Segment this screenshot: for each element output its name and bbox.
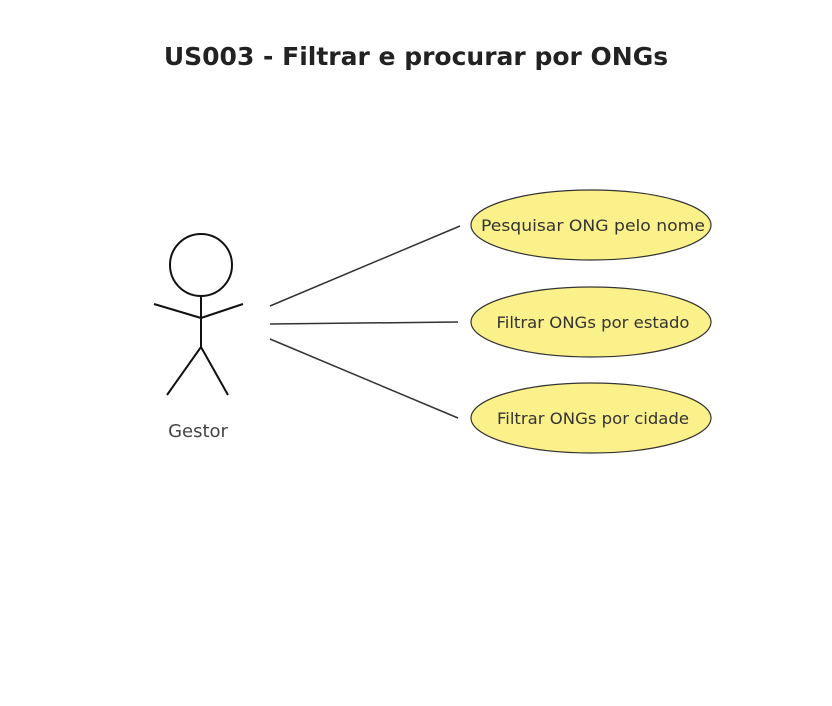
use-case-label: Filtrar ONGs por estado (497, 313, 690, 332)
use-case-label: Filtrar ONGs por cidade (497, 409, 689, 428)
actor-head (169, 233, 233, 297)
use-case-filtrar-cidade[interactable]: Filtrar ONGs por cidade (470, 382, 712, 454)
diagram-title: US003 - Filtrar e procurar por ONGs (163, 42, 669, 71)
use-case-ellipse (470, 286, 712, 358)
use-case-label: Pesquisar ONG pelo nome (481, 216, 705, 235)
association-line-pesquisar (269, 225, 461, 307)
actor-arm-right (200, 303, 244, 319)
use-case-ellipse (470, 189, 712, 261)
use-case-filtrar-estado[interactable]: Filtrar ONGs por estado (470, 286, 712, 358)
actor-stick-figure[interactable] (153, 233, 244, 396)
actor-leg-left (166, 346, 202, 396)
association-line-estado (269, 321, 459, 325)
actor-leg-right (200, 346, 229, 396)
actor-arm-left (153, 303, 202, 319)
actor-label: Gestor (168, 421, 228, 442)
use-case-ellipse (470, 382, 712, 454)
associations (269, 225, 461, 419)
association-line-cidade (269, 338, 459, 419)
use-case-pesquisar[interactable]: Pesquisar ONG pelo nome (470, 189, 712, 261)
